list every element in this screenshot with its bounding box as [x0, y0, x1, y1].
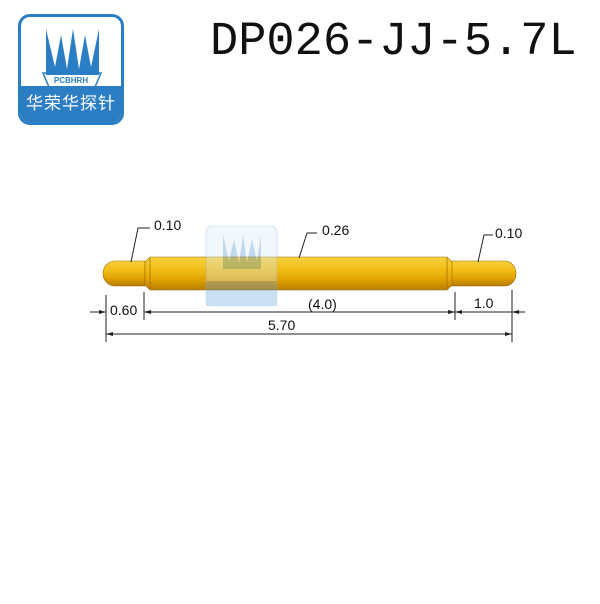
left-plunger [102, 260, 146, 287]
left-plunger-length: 0.60 [110, 302, 138, 318]
right-plunger-length: 1.0 [474, 295, 494, 311]
left-tip-diameter: 0.10 [154, 217, 182, 233]
barrel [144, 256, 453, 291]
total-length: 5.70 [268, 317, 296, 333]
pin [102, 256, 517, 291]
part-number-title: DP026-JJ-5.7L [210, 16, 577, 69]
watermark-logo [205, 225, 278, 307]
crown-icon [41, 29, 103, 87]
barrel-diameter: 0.26 [322, 222, 350, 238]
right-plunger [449, 260, 517, 287]
barrel-length: (4.0) [308, 296, 337, 312]
logo-name: 华荣华探针 [21, 86, 121, 122]
brand-logo: PCBHRH 华荣华探针 [18, 14, 124, 125]
logo-brand-text: PCBHRH [53, 76, 89, 85]
right-tip-diameter: 0.10 [495, 225, 523, 241]
